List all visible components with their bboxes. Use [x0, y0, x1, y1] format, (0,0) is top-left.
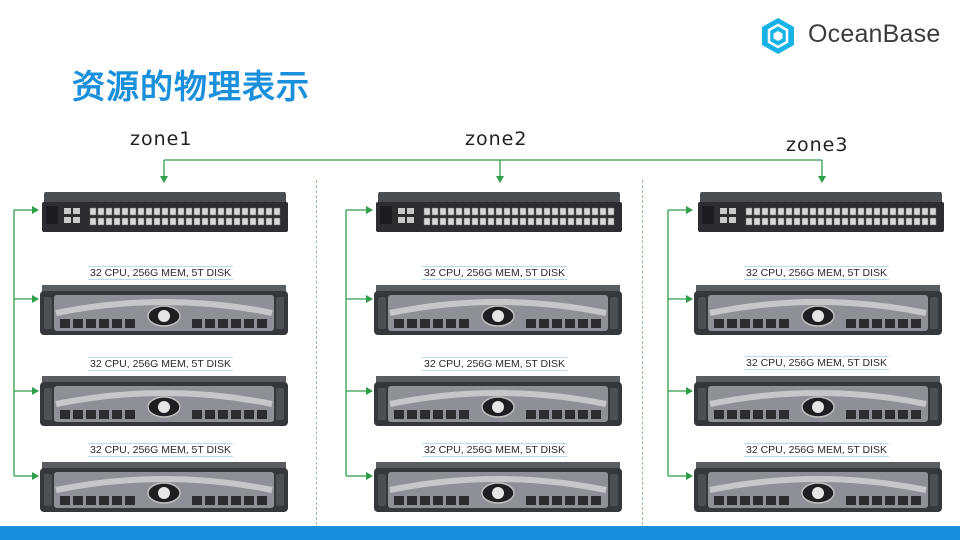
- oceanbase-hexagon-icon: [762, 18, 794, 54]
- zone1-label: zone1: [130, 128, 193, 150]
- switch-illustration: [698, 192, 944, 232]
- switch-illustration: [42, 192, 288, 232]
- zone2-server3-spec: 32 CPU, 256G MEM, 5T DISK: [422, 443, 568, 457]
- zone1-server2: [40, 374, 288, 428]
- zone1-server3: [40, 460, 288, 514]
- server-illustration: [40, 285, 288, 335]
- zone-divider: [316, 180, 317, 535]
- server-illustration: [374, 462, 622, 512]
- zone2-network-switch: [376, 188, 622, 234]
- zone2-server2-spec: 32 CPU, 256G MEM, 5T DISK: [422, 357, 568, 371]
- zone3-label: zone3: [786, 134, 849, 156]
- zone-divider: [642, 180, 643, 535]
- zone3-server2: [694, 374, 942, 428]
- switch-illustration: [376, 192, 622, 232]
- server-illustration: [40, 376, 288, 426]
- server-illustration: [40, 462, 288, 512]
- zone1-server2-spec: 32 CPU, 256G MEM, 5T DISK: [88, 357, 234, 371]
- brand-name: OceanBase: [808, 20, 941, 48]
- zone2-server2: [374, 374, 622, 428]
- zone1-network-switch: [42, 188, 288, 234]
- server-illustration: [694, 462, 942, 512]
- zone3-server1: [694, 283, 942, 337]
- zone2-server3: [374, 460, 622, 514]
- zone3-server3: [694, 460, 942, 514]
- server-illustration: [694, 376, 942, 426]
- zone1-server1-spec: 32 CPU, 256G MEM, 5T DISK: [88, 266, 234, 280]
- server-illustration: [694, 285, 942, 335]
- zone3-server2-spec: 32 CPU, 256G MEM, 5T DISK: [744, 356, 890, 370]
- server-illustration: [374, 285, 622, 335]
- oceanbase-logo: OceanBase: [758, 16, 948, 56]
- zone3-server1-spec: 32 CPU, 256G MEM, 5T DISK: [744, 266, 890, 280]
- server-illustration: [374, 376, 622, 426]
- zone2-label: zone2: [465, 128, 528, 150]
- zone3-server3-spec: 32 CPU, 256G MEM, 5T DISK: [744, 443, 890, 457]
- slide-title: 资源的物理表示: [72, 67, 310, 106]
- zone2-server1: [374, 283, 622, 337]
- zone1-server1: [40, 283, 288, 337]
- zone1-server3-spec: 32 CPU, 256G MEM, 5T DISK: [88, 443, 234, 457]
- bottom-accent-bar: [0, 526, 960, 540]
- zone3-network-switch: [698, 188, 944, 234]
- zone2-server1-spec: 32 CPU, 256G MEM, 5T DISK: [422, 266, 568, 280]
